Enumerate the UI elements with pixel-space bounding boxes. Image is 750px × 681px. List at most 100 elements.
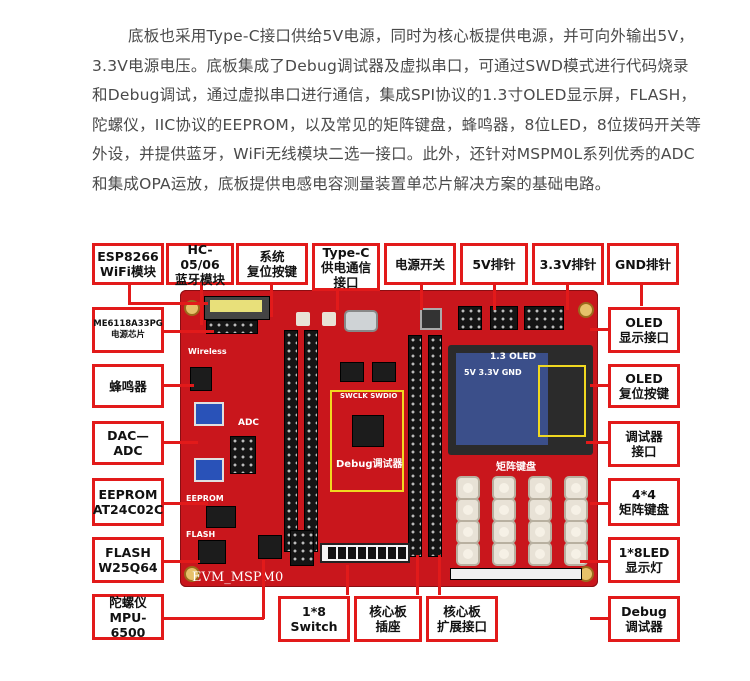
debug-area-outline bbox=[330, 390, 404, 492]
power-regulator bbox=[372, 362, 396, 382]
oled-screen bbox=[456, 353, 548, 445]
adc-header bbox=[230, 436, 256, 474]
silk-oled: 1.3 OLED bbox=[490, 352, 537, 362]
connector-line bbox=[164, 560, 200, 563]
keypad-key bbox=[494, 478, 514, 498]
connector-line bbox=[164, 384, 194, 387]
typec-port bbox=[344, 310, 378, 332]
dip-switch bbox=[320, 543, 410, 563]
label-power-switch: 电源开关 bbox=[384, 243, 456, 285]
pin33v-header bbox=[490, 306, 518, 330]
connector-line bbox=[416, 555, 419, 595]
label-eeprom: EEPROM AT24C02C bbox=[92, 478, 164, 526]
connector-line bbox=[438, 555, 441, 595]
led-strip bbox=[450, 568, 582, 580]
pin5v-header bbox=[458, 306, 482, 330]
label-socket: 核心板 插座 bbox=[354, 596, 422, 642]
connector-line bbox=[128, 302, 208, 305]
potentiometer bbox=[194, 458, 224, 482]
mount-hole bbox=[184, 566, 200, 582]
board-brand: EVM_MSPM0 bbox=[192, 570, 284, 585]
label-led: 1*8LED 显示灯 bbox=[608, 537, 680, 583]
label-switch: 1*8 Switch bbox=[278, 596, 350, 642]
connector-line bbox=[128, 285, 131, 305]
connector-line bbox=[580, 560, 608, 563]
module-label-strip bbox=[210, 300, 262, 312]
label-dac-adc: DAC—ADC bbox=[92, 421, 164, 465]
flash-chip bbox=[198, 540, 226, 564]
connector-line bbox=[164, 330, 214, 333]
keypad-key bbox=[458, 478, 478, 498]
keypad-key bbox=[566, 544, 586, 564]
buzzer-part bbox=[190, 367, 212, 391]
label-debugger-interface: 调试器 接口 bbox=[608, 421, 680, 467]
misc-header bbox=[290, 530, 314, 566]
silk-adc: ADC bbox=[238, 418, 260, 428]
socket-header-right bbox=[408, 335, 422, 557]
gnd-header bbox=[524, 306, 564, 330]
silk-swclk: SWCLK SWDIO bbox=[340, 392, 398, 400]
silk-eeprom: EEPROM bbox=[186, 494, 224, 503]
potentiometer bbox=[194, 402, 224, 426]
keypad-key bbox=[494, 544, 514, 564]
debug-chip bbox=[352, 415, 384, 447]
connector-line bbox=[590, 384, 608, 387]
socket-header-right2 bbox=[428, 335, 442, 557]
keypad-key bbox=[566, 500, 586, 520]
eeprom-chip bbox=[206, 506, 236, 528]
connector-line bbox=[586, 441, 608, 444]
connector-line bbox=[420, 280, 423, 310]
silk-wireless: Wireless bbox=[188, 347, 227, 356]
connector-line bbox=[164, 502, 208, 505]
keypad-key bbox=[494, 500, 514, 520]
keypad-key bbox=[530, 544, 550, 564]
label-expansion: 核心板 扩展接口 bbox=[426, 596, 498, 642]
connector-line bbox=[336, 290, 339, 310]
socket-header-left bbox=[284, 330, 298, 552]
socket-header-left2 bbox=[304, 330, 318, 552]
connector-line bbox=[346, 565, 349, 595]
connector-line bbox=[590, 617, 608, 620]
description-paragraph: 底板也采用Type-C接口供给5V电源，同时为核心板提供电源，并可向外输出5V，… bbox=[92, 22, 702, 200]
keypad-key bbox=[494, 522, 514, 542]
silk-flash: FLASH bbox=[186, 530, 216, 539]
label-gnd: GND排针 bbox=[607, 243, 679, 285]
silk-oled-pins: 5V 3.3V GND bbox=[464, 368, 522, 377]
connector-line bbox=[566, 280, 569, 310]
label-oled-interface: OLED 显示接口 bbox=[608, 307, 680, 353]
connector-line bbox=[270, 285, 273, 317]
connector-line bbox=[493, 280, 496, 310]
power-regulator bbox=[340, 362, 364, 382]
label-oled-reset: OLED 复位按键 bbox=[608, 364, 680, 408]
keypad-key bbox=[458, 544, 478, 564]
keypad-key bbox=[458, 522, 478, 542]
label-reset: 系统 复位按键 bbox=[236, 243, 308, 285]
keypad-key bbox=[530, 500, 550, 520]
gyro-chip bbox=[258, 535, 282, 559]
label-flash: FLASH W25Q64 bbox=[92, 537, 164, 583]
label-3v3: 3.3V排针 bbox=[532, 243, 604, 285]
keypad-key bbox=[458, 500, 478, 520]
label-esp8266: ESP8266 WiFi模块 bbox=[92, 243, 164, 285]
label-power-chip: ME6118A33PG 电源芯片 bbox=[92, 307, 164, 353]
label-gyro: 陀螺仪 MPU-6500 bbox=[92, 594, 164, 640]
silk-debug: Debug调试器 bbox=[336, 459, 403, 470]
keypad-key bbox=[530, 478, 550, 498]
connector-line bbox=[590, 328, 608, 331]
debug-interface-outline bbox=[538, 365, 586, 437]
power-switch-part bbox=[420, 308, 442, 330]
reset-button-part bbox=[296, 312, 310, 326]
mount-hole bbox=[578, 302, 594, 318]
connector-line bbox=[640, 280, 643, 306]
module-header bbox=[206, 320, 258, 334]
connector-line bbox=[590, 502, 608, 505]
silk-keypad: 矩阵键盘 bbox=[496, 462, 536, 473]
label-typec: Type-C 供电通信 接口 bbox=[312, 243, 380, 291]
reset-button-part bbox=[322, 312, 336, 326]
label-5v: 5V排针 bbox=[460, 243, 528, 285]
label-debug: Debug 调试器 bbox=[608, 596, 680, 642]
description-text: 底板也采用Type-C接口供给5V电源，同时为核心板提供电源，并可向外输出5V，… bbox=[92, 27, 702, 193]
connector-line bbox=[200, 285, 203, 325]
keypad-key bbox=[566, 522, 586, 542]
label-hc05: HC-05/06 蓝牙模块 bbox=[166, 242, 234, 287]
